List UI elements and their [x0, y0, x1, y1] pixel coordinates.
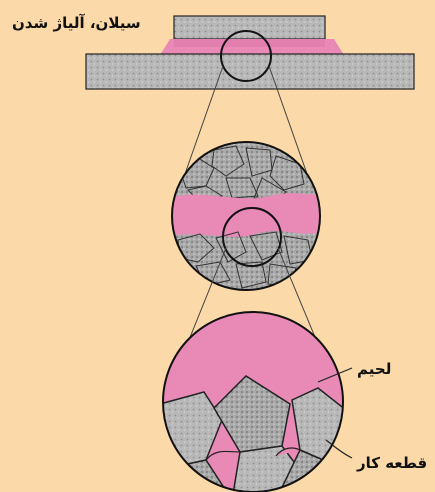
- upper-workpiece: [174, 16, 325, 39]
- solder-label: لحیم: [357, 360, 391, 378]
- solder-layer: [174, 39, 325, 47]
- flow-alloy-label: سیلان، آلیاژ شدن: [12, 14, 141, 32]
- magnified-view-1: [170, 140, 322, 292]
- workpiece-label: قطعه کار: [357, 454, 427, 472]
- lower-workpiece: [86, 54, 414, 89]
- solder-band: [170, 193, 322, 237]
- magnified-view-2: [160, 310, 350, 492]
